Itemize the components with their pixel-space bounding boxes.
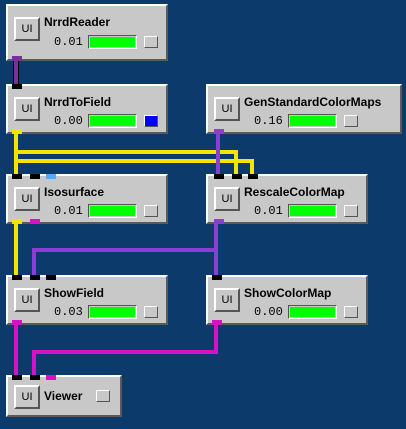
wire-showcolormap-to-viewer[interactable] [32, 324, 218, 378]
input-port-geometry-1[interactable] [12, 375, 22, 380]
module-title: NrrdReader [44, 15, 111, 29]
status-indicator[interactable] [144, 205, 158, 217]
module-rescalecolormap[interactable]: UI RescaleColorMap 0.01 [206, 174, 368, 224]
progress-fill [90, 37, 135, 47]
output-port-nrrd[interactable] [12, 56, 22, 61]
input-port-geometry-3[interactable] [46, 375, 56, 380]
output-port-field[interactable] [12, 129, 22, 134]
input-port-3[interactable] [46, 275, 56, 280]
module-title: ShowColorMap [244, 286, 332, 300]
module-viewer[interactable]: UI Viewer [6, 375, 122, 417]
input-port-2[interactable] [30, 174, 40, 179]
progress-fill [290, 307, 335, 317]
input-port-nrrd[interactable] [12, 84, 22, 89]
output-port-colormap[interactable] [214, 219, 224, 224]
module-time: 0.01 [54, 35, 83, 49]
input-port-field[interactable] [232, 174, 242, 179]
module-time: 0.01 [54, 204, 83, 218]
module-title: NrrdToField [44, 95, 112, 109]
module-time: 0.03 [54, 305, 83, 319]
status-indicator[interactable] [144, 115, 158, 127]
status-indicator[interactable] [344, 115, 358, 127]
input-port-colormap[interactable] [30, 275, 40, 280]
output-port-colormap[interactable] [214, 129, 224, 134]
progress-bar [88, 204, 137, 218]
input-port-colormap[interactable] [214, 174, 224, 179]
ui-button[interactable]: UI [14, 17, 40, 41]
wire-field-to-rescale[interactable] [16, 150, 238, 176]
status-indicator[interactable] [144, 306, 158, 318]
ui-button[interactable]: UI [214, 187, 240, 211]
module-title: Viewer [44, 389, 83, 403]
status-indicator[interactable] [96, 390, 110, 402]
status-indicator[interactable] [144, 36, 158, 48]
progress-bar [288, 204, 337, 218]
module-nrrdtofield[interactable]: UI NrrdToField 0.00 [6, 84, 168, 134]
module-time: 0.01 [254, 204, 283, 218]
module-title: RescaleColorMap [244, 185, 345, 199]
module-time: 0.00 [254, 305, 283, 319]
module-title: Isosurface [44, 185, 105, 199]
wire-field-to-rescale-2[interactable] [16, 159, 254, 176]
ui-button[interactable]: UI [214, 97, 240, 121]
input-port-geometry-2[interactable] [30, 375, 40, 380]
input-port-3[interactable] [46, 174, 56, 179]
status-indicator[interactable] [344, 205, 358, 217]
ui-button[interactable]: UI [14, 385, 40, 409]
progress-bar [288, 114, 337, 128]
module-time: 0.16 [254, 114, 283, 128]
module-nrrdreader[interactable]: UI NrrdReader 0.01 [6, 4, 168, 61]
module-isosurface[interactable]: UI Isosurface 0.01 [6, 174, 168, 224]
wire-rescale-to-showfield[interactable] [32, 223, 218, 276]
progress-bar [88, 35, 137, 49]
module-title: GenStandardColorMaps [244, 95, 382, 109]
progress-fill [90, 307, 135, 317]
ui-button[interactable]: UI [14, 97, 40, 121]
progress-fill [90, 206, 135, 216]
output-port-geometry[interactable] [12, 320, 22, 325]
module-title: ShowField [44, 286, 104, 300]
ui-button[interactable]: UI [214, 288, 240, 312]
ui-button[interactable]: UI [14, 288, 40, 312]
status-indicator[interactable] [344, 306, 358, 318]
progress-fill [90, 116, 135, 126]
module-time: 0.00 [54, 114, 83, 128]
progress-fill [290, 116, 335, 126]
progress-bar [88, 114, 137, 128]
input-port-field-2[interactable] [248, 174, 258, 179]
output-port-geometry[interactable] [212, 320, 222, 325]
module-genstandardcolormaps[interactable]: UI GenStandardColorMaps 0.16 [206, 84, 402, 134]
module-showfield[interactable]: UI ShowField 0.03 [6, 275, 168, 325]
module-showcolormap[interactable]: UI ShowColorMap 0.00 [206, 275, 368, 325]
input-port-colormap[interactable] [212, 275, 222, 280]
output-port-surface[interactable] [12, 219, 22, 224]
output-port-geom[interactable] [30, 219, 40, 224]
ui-button[interactable]: UI [14, 187, 40, 211]
progress-bar [88, 305, 137, 319]
input-port-field[interactable] [12, 275, 22, 280]
progress-fill [290, 206, 335, 216]
input-port-field[interactable] [12, 174, 22, 179]
progress-bar [288, 305, 337, 319]
